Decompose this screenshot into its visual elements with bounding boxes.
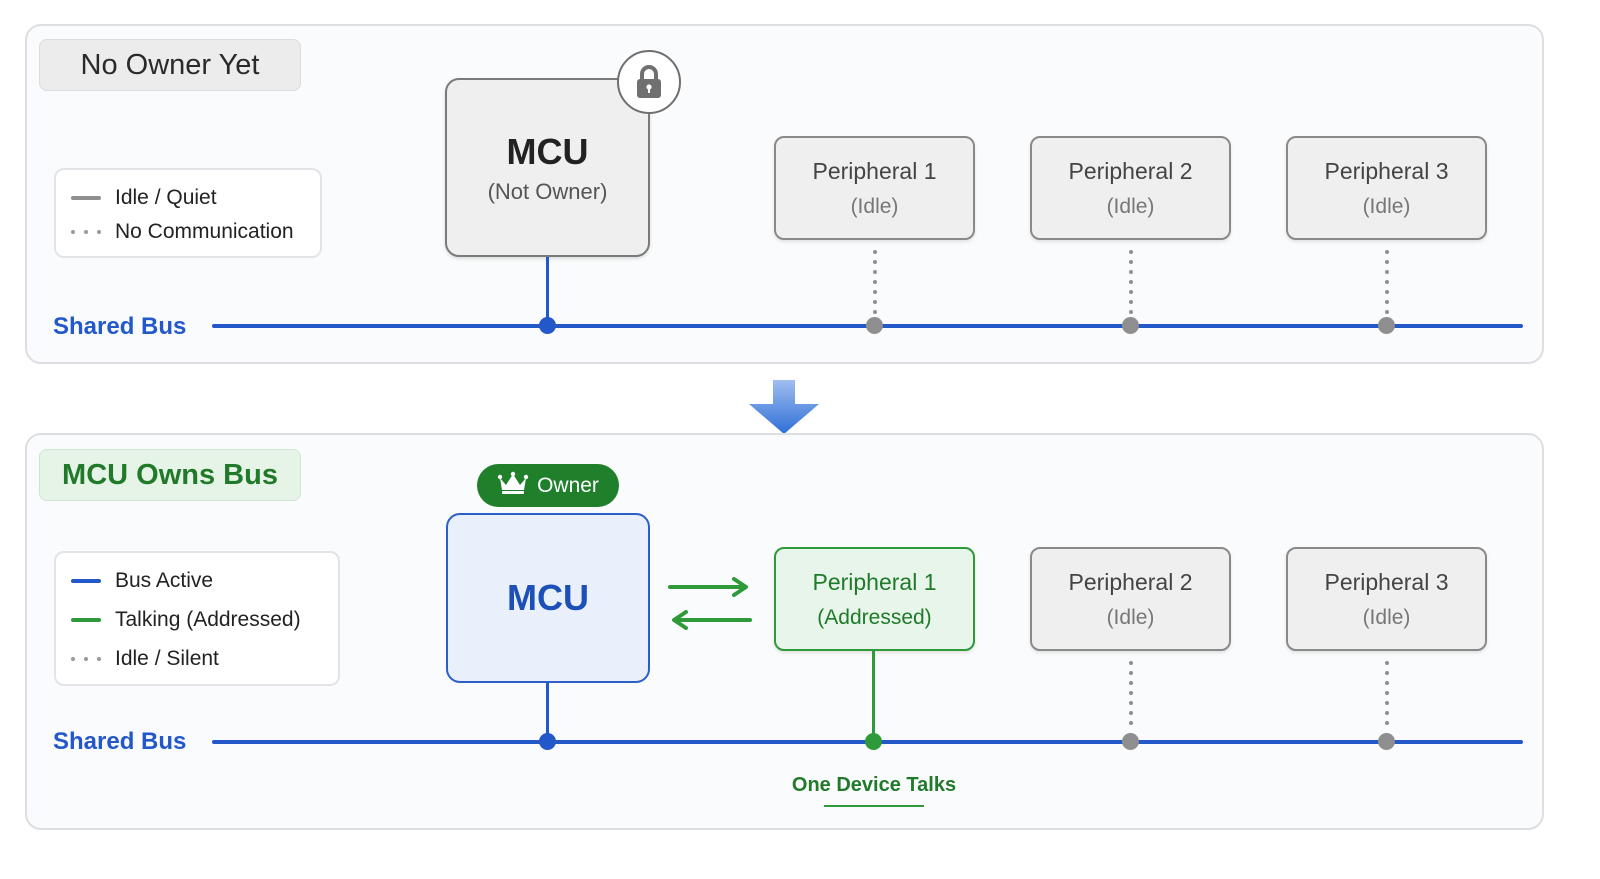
peripheral-3-idle: Peripheral 3 (Idle): [1286, 547, 1487, 651]
mcu-title: MCU: [506, 130, 589, 172]
mcu-bus-connector-bottom: [546, 683, 549, 741]
arrow-down-icon: [749, 380, 819, 435]
panel-title-no-owner: No Owner Yet: [39, 39, 301, 91]
mcu-subtitle: (Not Owner): [487, 178, 608, 204]
peripheral-3-idle: Peripheral 3 (Idle): [1286, 136, 1487, 240]
legend-label-idle-silent: Idle / Silent: [115, 647, 219, 670]
solid-green-line-icon: [71, 618, 101, 622]
caption-underline: [824, 805, 924, 807]
legend-item-idle-silent: Idle / Silent: [71, 647, 219, 671]
peripheral-1-dotted-connector-top: [873, 250, 877, 320]
mcu-box-owner: MCU: [446, 513, 650, 683]
peripheral-1-bus-node-bottom: [865, 733, 882, 750]
peripheral-state: (Addressed): [817, 605, 932, 629]
mcu-bus-node-bottom: [539, 733, 556, 750]
peripheral-state: (Idle): [850, 194, 899, 218]
owner-badge-label: Owner: [537, 473, 599, 497]
bidirectional-arrows-icon: [668, 573, 752, 633]
legend-item-no-communication: No Communication: [71, 220, 294, 244]
bus-label-top: Shared Bus: [53, 313, 187, 340]
lock-icon: [617, 50, 681, 114]
legend-item-talking: Talking (Addressed): [71, 608, 301, 632]
peripheral-3-bus-node-top: [1378, 317, 1395, 334]
crown-icon: [497, 471, 529, 501]
peripheral-state: (Idle): [1362, 605, 1411, 629]
peripheral-state: (Idle): [1106, 194, 1155, 218]
peripheral-1-talk-connector: [872, 651, 875, 741]
bus-label-bottom: Shared Bus: [53, 728, 187, 755]
peripheral-3-dotted-connector-top: [1385, 250, 1389, 320]
peripheral-name: Peripheral 1: [812, 157, 937, 184]
caption-one-device-talks: One Device Talks: [791, 774, 957, 796]
panel-title-mcu-owns-bus: MCU Owns Bus: [39, 449, 301, 501]
legend-item-idle: Idle / Quiet: [71, 186, 217, 210]
mcu-bus-node-top: [539, 317, 556, 334]
owner-badge: Owner: [477, 464, 619, 507]
mcu-bus-connector-top: [546, 257, 549, 325]
solid-grey-line-icon: [71, 196, 101, 200]
peripheral-3-bus-node-bottom: [1378, 733, 1395, 750]
solid-blue-line-icon: [71, 579, 101, 583]
peripheral-2-dotted-connector-bottom: [1129, 661, 1133, 731]
peripheral-2-dotted-connector-top: [1129, 250, 1133, 320]
peripheral-3-dotted-connector-bottom: [1385, 661, 1389, 731]
legend-top: Idle / Quiet No Communication: [54, 168, 322, 258]
peripheral-name: Peripheral 3: [1324, 157, 1449, 184]
mcu-box-not-owner: MCU (Not Owner): [445, 78, 650, 257]
legend-label-bus-active: Bus Active: [115, 569, 214, 592]
dotted-line-icon: [71, 230, 101, 234]
peripheral-1-addressed: Peripheral 1 (Addressed): [774, 547, 975, 651]
dotted-line-icon: [71, 657, 101, 661]
legend-bottom: Bus Active Talking (Addressed) Idle / Si…: [54, 551, 340, 686]
legend-item-bus-active: Bus Active: [71, 569, 213, 593]
peripheral-2-bus-node-bottom: [1122, 733, 1139, 750]
peripheral-name: Peripheral 1: [812, 568, 937, 595]
peripheral-2-idle: Peripheral 2 (Idle): [1030, 136, 1231, 240]
mcu-title: MCU: [507, 577, 589, 618]
peripheral-1-bus-node-top: [866, 317, 883, 334]
peripheral-1-idle: Peripheral 1 (Idle): [774, 136, 975, 240]
legend-label-idle: Idle / Quiet: [115, 186, 217, 209]
peripheral-state: (Idle): [1362, 194, 1411, 218]
peripheral-2-idle: Peripheral 2 (Idle): [1030, 547, 1231, 651]
peripheral-2-bus-node-top: [1122, 317, 1139, 334]
peripheral-name: Peripheral 2: [1068, 568, 1193, 595]
legend-label-no-communication: No Communication: [115, 220, 294, 243]
legend-label-talking: Talking (Addressed): [115, 608, 301, 631]
peripheral-name: Peripheral 2: [1068, 157, 1193, 184]
peripheral-name: Peripheral 3: [1324, 568, 1449, 595]
peripheral-state: (Idle): [1106, 605, 1155, 629]
